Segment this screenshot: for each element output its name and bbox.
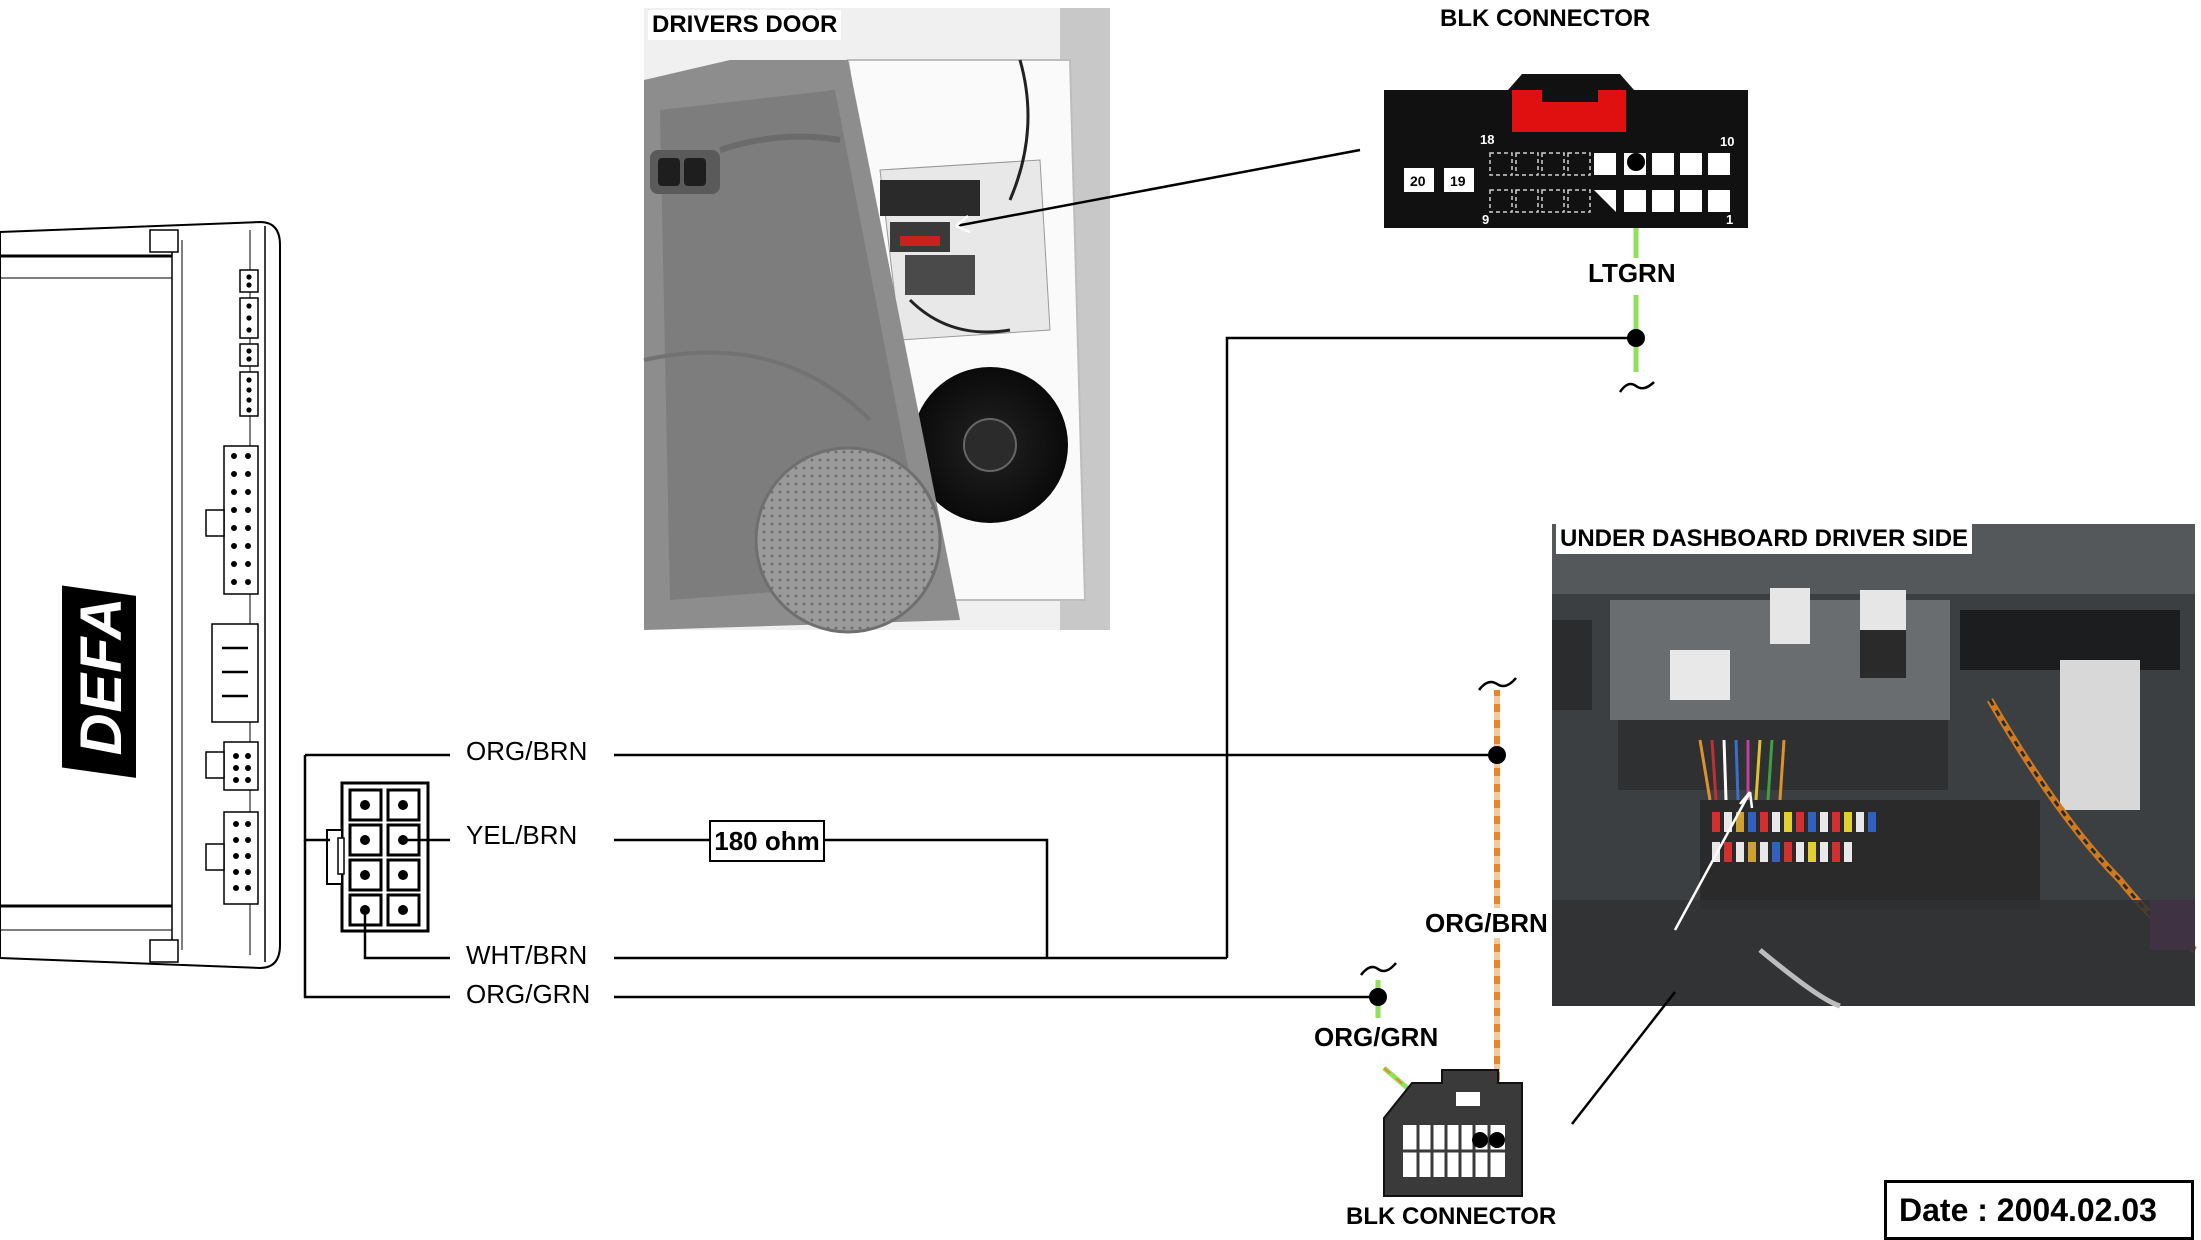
defa-module: DEFA bbox=[0, 220, 281, 970]
wire-label-yel-brn: YEL/BRN bbox=[466, 820, 578, 850]
wire-lines bbox=[303, 336, 1636, 999]
drivers-door-photo bbox=[643, 8, 1110, 634]
pin-label-20: 20 bbox=[1410, 173, 1426, 189]
date-box: Date : 2004.02.03 bbox=[1884, 1180, 2194, 1240]
ltgrn-wire-label: LTGRN bbox=[1588, 258, 1676, 288]
door-pointer-line bbox=[955, 148, 1361, 228]
wire-label-org-brn: ORG/BRN bbox=[466, 736, 588, 766]
pin-label-19: 19 bbox=[1450, 173, 1466, 189]
dash-pointer-line bbox=[1571, 991, 1676, 1125]
dash-pointer-arrow bbox=[1673, 791, 1752, 931]
defa-logo-text: DEFA bbox=[69, 597, 134, 756]
wire-label-wht-brn: WHT/BRN bbox=[466, 940, 588, 970]
bottom-blk-connector bbox=[1383, 1069, 1523, 1197]
wire-label-org-grn: ORG/GRN bbox=[466, 979, 591, 1009]
vertical-label-org-grn: ORG/GRN bbox=[1314, 1022, 1439, 1052]
drivers-door-label: DRIVERS DOOR bbox=[648, 10, 842, 40]
under-dashboard-photo bbox=[1552, 524, 2197, 1009]
top-connector-title: BLK CONNECTOR bbox=[1440, 5, 1651, 32]
pin-label-10: 10 bbox=[1720, 134, 1734, 149]
under-dashboard-label: UNDER DASHBOARD DRIVER SIDE bbox=[1556, 524, 1973, 554]
vertical-label-org-brn: ORG/BRN bbox=[1425, 908, 1548, 938]
harness-connector-8pin bbox=[326, 781, 430, 933]
top-blk-connector: 18 10 9 1 20 19 bbox=[1384, 74, 1748, 228]
pin-label-18: 18 bbox=[1480, 132, 1494, 147]
pin-label-9: 9 bbox=[1482, 212, 1489, 227]
bottom-connector-title: BLK CONNECTOR bbox=[1346, 1203, 1557, 1230]
pin-label-1: 1 bbox=[1726, 212, 1733, 227]
resistor-180-ohm: 180 ohm bbox=[709, 820, 825, 862]
